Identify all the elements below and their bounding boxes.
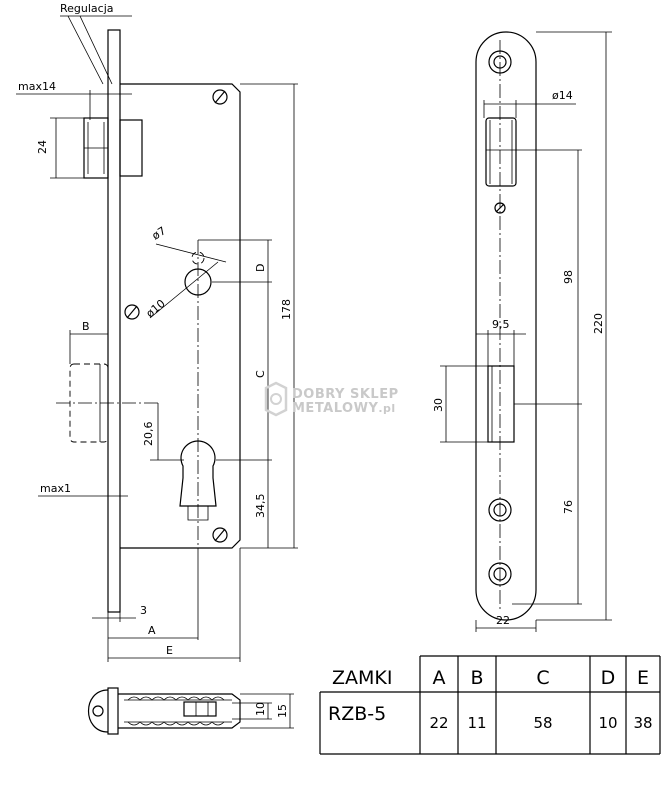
table-cell-model: RZB-5 — [328, 703, 386, 725]
table-cell-c: 58 — [533, 714, 552, 732]
dim-phi10: ø10 — [144, 297, 168, 320]
dimensions-table: ZAMKI A B C D E RZB-5 22 11 58 10 38 — [319, 655, 661, 755]
faceplate-side — [107, 29, 121, 613]
dim-22: 22 — [496, 614, 510, 627]
dim-phi14: ø14 — [552, 89, 573, 102]
watermark-logo: DOBRY SKLEP METALOWY.pl — [264, 381, 399, 417]
label-regulacja: Regulacja — [60, 2, 114, 15]
table-header-b: B — [470, 667, 483, 689]
watermark-line2: METALOWY.pl — [292, 401, 396, 416]
dim-phi7: ø7 — [150, 224, 169, 242]
screw-top — [212, 89, 228, 105]
dim-220: 220 — [592, 313, 605, 334]
label-max14: max14 — [18, 80, 56, 93]
front-view: ø14 9,5 30 98 76 220 22 — [432, 31, 612, 632]
dim-10: 10 — [254, 702, 267, 716]
faceplate-front — [475, 31, 537, 621]
table-cell-d: 10 — [598, 714, 617, 732]
dim-24: 24 — [36, 140, 49, 154]
bottom-view: 10 15 — [87, 687, 294, 735]
dim-C: C — [254, 370, 267, 378]
watermark-line1: DOBRY SKLEP — [292, 387, 399, 402]
dim-20-6: 20,6 — [142, 422, 155, 447]
table-header-zamki: ZAMKI — [332, 667, 392, 689]
latch-front — [485, 117, 517, 187]
table-cell-e: 38 — [633, 714, 652, 732]
table-cell-a: 22 — [429, 714, 448, 732]
side-view: Regulacja max14 24 ø7 ø10 D 178 C — [16, 2, 298, 662]
lock-case-body — [120, 83, 241, 549]
label-max1: max1 — [40, 482, 71, 495]
dim-9-5: 9,5 — [492, 318, 510, 331]
table-cell-b: 11 — [467, 714, 486, 732]
dim-B: B — [82, 320, 90, 333]
dim-178: 178 — [280, 299, 293, 320]
dim-30: 30 — [432, 398, 445, 412]
cylinder-cutout — [179, 440, 217, 507]
table-header-a: A — [433, 667, 446, 689]
dim-3: 3 — [140, 604, 147, 617]
dim-76: 76 — [562, 500, 575, 514]
dim-98: 98 — [562, 270, 575, 284]
screw-mid — [124, 304, 140, 320]
screw-bottom — [212, 527, 228, 543]
dim-D: D — [254, 264, 267, 272]
table-header-c: C — [536, 667, 549, 689]
table-header-e: E — [637, 667, 649, 689]
dim-A: A — [148, 624, 156, 637]
dim-15: 15 — [276, 704, 289, 718]
dim-34-5: 34,5 — [254, 494, 267, 519]
dim-E: E — [166, 644, 173, 657]
table-header-d: D — [601, 667, 616, 689]
